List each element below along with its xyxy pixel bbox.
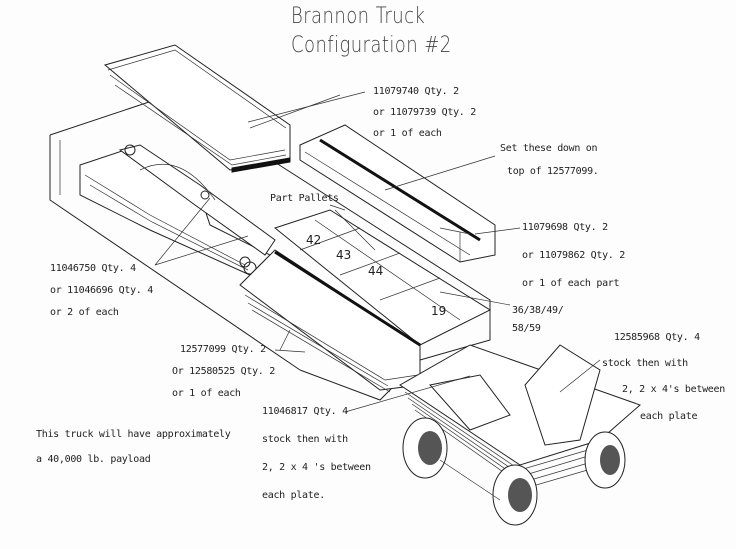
label-set-down-line2: top of 12577099. (507, 166, 599, 177)
label-12577099-line2: Or 12580525 Qty. 2 (172, 366, 275, 377)
label-left-part-line3: or 2 of each (50, 307, 119, 318)
label-11046817-line4: each plate. (262, 490, 325, 501)
label-12577099-line3: or 1 of each (172, 388, 241, 399)
label-payload-line2: a 40,000 lb. payload (36, 454, 151, 465)
label-11079698-line3: or 1 of each part (522, 278, 620, 289)
label-pallet-ids-line1: 36/38/49/ (512, 305, 564, 316)
leader-lines (154, 91, 601, 413)
diagram-title-line1: Brannon Truck (291, 4, 426, 29)
label-top-part-line2: or 11079739 Qty. 2 (373, 107, 476, 118)
rail-part (299, 124, 496, 263)
pallet-number: 42 (306, 233, 322, 247)
label-top-part-line1: 11079740 Qty. 2 (373, 86, 459, 97)
label-12585968-line2: stock then with (602, 358, 688, 369)
label-top-part-line3: or 1 of each (373, 128, 442, 139)
label-set-down-line1: Set these down on (500, 143, 598, 154)
label-12585968-line4: each plate (640, 411, 698, 422)
pallet-number: 44 (368, 264, 384, 278)
label-part-pallets: Part Pallets (270, 193, 339, 204)
label-12585968-line1: 12585968 Qty. 4 (614, 332, 700, 343)
label-payload-line1: This truck will have approximately (36, 429, 231, 440)
pallet-number: 19 (431, 304, 447, 318)
pallet-grid (273, 209, 492, 365)
label-11046817-line1: 11046817 Qty. 4 (262, 406, 348, 417)
top-stack-part (103, 44, 291, 173)
label-12585968-line3: 2, 2 x 4's between (622, 384, 725, 395)
pallet-number: 43 (336, 248, 352, 262)
label-12577099-line1: 12577099 Qty. 2 (180, 344, 266, 355)
wheels (402, 417, 626, 526)
label-11079698-line1: 11079698 Qty. 2 (522, 222, 608, 233)
label-11046817-line3: 2, 2 x 4 's between (262, 462, 371, 473)
label-left-part-line1: 11046750 Qty. 4 (50, 263, 136, 274)
label-11046817-line2: stock then with (262, 434, 348, 445)
label-11079698-line2: or 11079862 Qty. 2 (522, 250, 625, 261)
label-pallet-ids-line2: 58/59 (512, 323, 541, 334)
plate-stack-12577099 (239, 249, 421, 393)
diagram-title-line2: Configuration #2 (291, 33, 452, 58)
label-left-part-line2: or 11046696 Qty. 4 (50, 285, 153, 296)
